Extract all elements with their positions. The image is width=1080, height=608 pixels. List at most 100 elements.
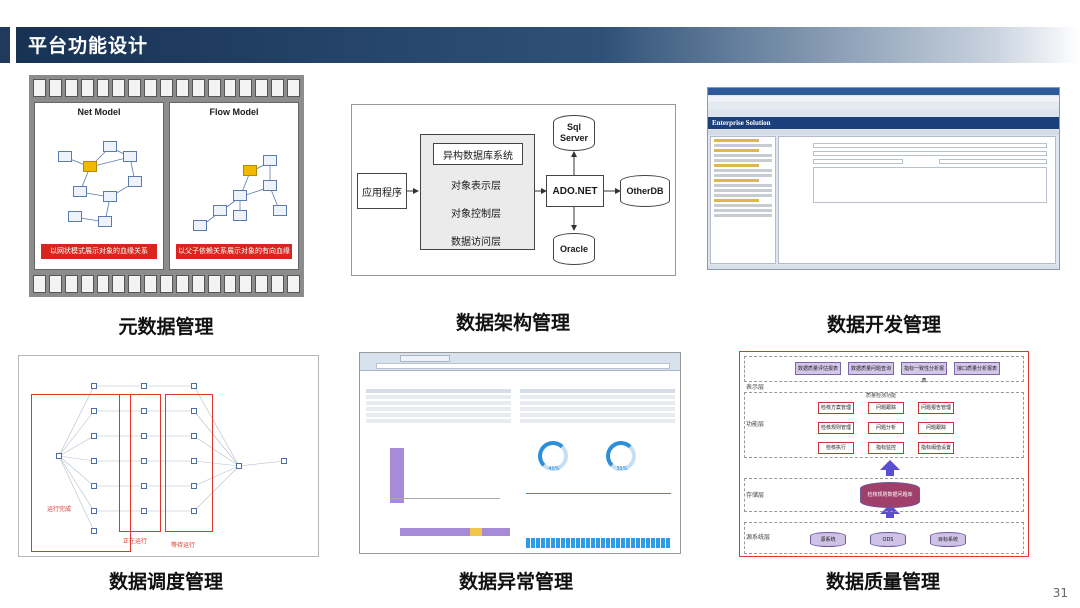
layer-presentation: 对象表示层 [451, 181, 501, 192]
graph-node [273, 205, 287, 216]
func-box-6: 问题跟踪 [918, 422, 954, 434]
label-running: 正在运行 [123, 538, 148, 545]
table-row [520, 407, 675, 411]
schedule-node [236, 463, 242, 469]
storage-db: 检核规则数据问题库 [860, 482, 920, 508]
source-db-2: ODS [870, 532, 906, 547]
region-done [31, 394, 131, 552]
form-field [813, 159, 903, 164]
table-row [520, 401, 675, 405]
schedule-node [91, 508, 97, 514]
caption-anomaly: 数据异常管理 [458, 571, 573, 593]
graph-node [73, 186, 87, 197]
schedule-node [141, 408, 147, 414]
schedule-node [191, 433, 197, 439]
platform-title: 质量检测功能 [865, 393, 896, 399]
caption-metadata: 元数据管理 [118, 316, 214, 338]
region-running [119, 394, 161, 532]
development-screenshot: Enterprise Solution [707, 87, 1060, 270]
label-storage-layer: 存储层 [746, 492, 765, 499]
table-row [366, 401, 511, 405]
browser-url-bar [376, 363, 670, 369]
middle-layer-box: 异构数据库系统 [420, 134, 535, 250]
scheduling-graph-lines [58, 385, 285, 532]
ado-net-box: ADO.NET [546, 175, 604, 207]
scheduling-screenshot: 运行完成 正在运行 等待运行 [18, 355, 319, 557]
other-db: OtherDB [620, 175, 670, 207]
schedule-node [191, 458, 197, 464]
net-model-panel: Net Model 以网状模式展示对象的血缘关系 [34, 102, 164, 270]
schedule-node [91, 383, 97, 389]
film-holes-bottom [33, 275, 300, 293]
net-model-title: Net Model [77, 107, 121, 117]
hetero-db-box: 异构数据库系统 [433, 143, 523, 165]
bar-mark [390, 448, 404, 503]
graph-node [263, 180, 277, 191]
label-source-layer: 源系统层 [746, 534, 771, 541]
header-accent [0, 27, 10, 63]
func-box-9: 指标阈值设置 [918, 442, 954, 454]
band-display [744, 356, 1024, 382]
source-db-1: 源系统 [810, 532, 846, 547]
header-bar [16, 27, 1080, 63]
caption-architecture: 数据架构管理 [455, 312, 570, 334]
func-box-4: 检核规则管理 [818, 422, 854, 434]
flow-model-title: Flow Model [209, 107, 259, 117]
hbar-mark [400, 528, 510, 536]
graph-node [103, 191, 117, 202]
anomaly-dashboard-screenshot: 40% 35% [359, 352, 681, 554]
gauge-1 [538, 441, 568, 471]
schedule-node [191, 508, 197, 514]
band-source [744, 522, 1024, 554]
metadata-screenshot: Net Model 以网状模式展示对象的血缘关系 Flow Model [29, 75, 304, 297]
label-waiting: 等待运行 [171, 542, 196, 549]
schedule-node [191, 483, 197, 489]
schedule-node [91, 483, 97, 489]
page-title: 平台功能设计 [28, 35, 149, 57]
table-row [366, 419, 511, 423]
report-box-1: 数据质量评估报表 [795, 362, 841, 375]
caption-scheduling: 数据调度管理 [108, 571, 223, 593]
gauge-1-value: 40% [548, 466, 560, 472]
page-number: 31 [1052, 586, 1068, 600]
schedule-node [91, 433, 97, 439]
schedule-node [141, 433, 147, 439]
label-function-layer: 功能层 [746, 421, 765, 428]
graph-node [193, 220, 207, 231]
schedule-node [141, 508, 147, 514]
report-box-4: 接口质量分析报表 [954, 362, 1000, 375]
enterprise-solution-bar: Enterprise Solution [708, 117, 1059, 129]
bar-axis [390, 498, 500, 499]
region-waiting [165, 394, 213, 532]
label-display-layer: 表示层 [746, 384, 765, 391]
status-bar [708, 265, 1059, 269]
schedule-node [91, 408, 97, 414]
graph-node-highlight [83, 161, 97, 172]
caption-development: 数据开发管理 [826, 314, 941, 336]
caption-quality: 数据质量管理 [825, 571, 940, 593]
gauge-2 [606, 441, 636, 471]
schedule-node [281, 458, 287, 464]
table-header [520, 389, 675, 393]
table-header [366, 389, 511, 393]
report-box-3: 指标一致性分析报表 [901, 362, 947, 384]
schedule-node [91, 528, 97, 534]
flow-model-panel: Flow Model 以父子依赖关系展示对象的有向血缘关系 [169, 102, 299, 270]
form-field [939, 159, 1047, 164]
schedule-node [191, 408, 197, 414]
form-field [813, 151, 1047, 156]
graph-node [233, 190, 247, 201]
func-box-3: 问题报告管理 [918, 402, 954, 414]
line-chart-line [526, 493, 671, 494]
band-storage [744, 478, 1024, 512]
func-box-7: 检核执行 [818, 442, 854, 454]
edit-form [778, 136, 1056, 264]
quality-diagram: 表示层 数据质量评估报表 数据质量问题查询 指标一致性分析报表 接口质量分析报表… [739, 351, 1029, 557]
flow-model-graph [199, 161, 281, 228]
architecture-connectors [407, 151, 621, 231]
schedule-node [56, 453, 62, 459]
net-model-graph [64, 146, 136, 223]
schedule-node [141, 383, 147, 389]
layer-access: 数据访问层 [451, 237, 501, 248]
navigation-tree [710, 136, 776, 264]
